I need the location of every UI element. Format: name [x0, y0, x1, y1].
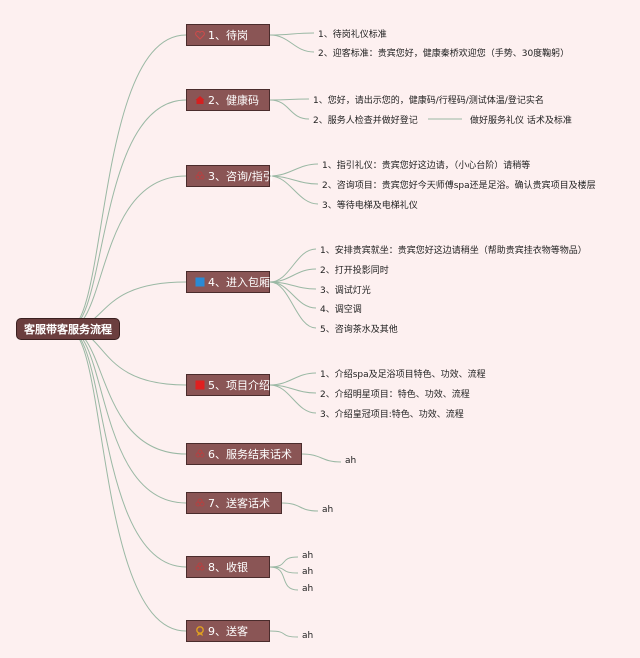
connector-line: [269, 34, 315, 53]
step-node[interactable]: 1、待岗: [186, 24, 270, 46]
connector-line: [67, 328, 187, 455]
connector-line: [269, 556, 299, 568]
flower-icon: [195, 171, 205, 181]
connector-line: [67, 328, 187, 568]
leaf-item: ah: [322, 505, 334, 515]
connector-line: [269, 372, 317, 386]
blue-square-icon: [195, 277, 205, 287]
red-square-icon: [195, 380, 205, 390]
leaf-item: 2、迎客标准：贵宾您好，健康秦桥欢迎您（手势、30度鞠躬）: [318, 49, 570, 59]
leaf-item: 1、介绍spa及足浴项目特色、功效、流程: [320, 370, 486, 380]
connector-line: [67, 34, 187, 330]
connector-line: [269, 630, 299, 638]
connector-line: [269, 281, 317, 329]
leaf-item: 4、调空调: [320, 305, 362, 315]
heart-outline-icon: [195, 30, 205, 40]
step-node[interactable]: 7、送客话术: [186, 492, 282, 514]
connector-line: [269, 384, 317, 414]
house-icon: [195, 95, 205, 105]
connector-line: [269, 175, 319, 205]
connector-line: [67, 328, 187, 632]
leaf-item: ah: [302, 551, 314, 561]
leaf-item: 1、您好，请出示您的，健康码/行程码/测试体温/登记实名: [313, 96, 544, 106]
note-item: 做好服务礼仪 话术及标准: [470, 116, 572, 126]
step-node[interactable]: 8、收银: [186, 556, 270, 578]
leaf-item: 3、调试灯光: [320, 286, 371, 296]
step-node[interactable]: 5、项目介绍: [186, 374, 270, 396]
step-node[interactable]: 3、咨询/指引: [186, 165, 274, 187]
step-node[interactable]: 2、健康码: [186, 89, 270, 111]
connector-line: [269, 99, 310, 120]
step-label: 4、进入包厢: [208, 276, 270, 289]
flower-icon: [195, 498, 205, 508]
step-node[interactable]: 9、送客: [186, 620, 270, 642]
step-label: 8、收银: [208, 561, 248, 574]
connector-line: [67, 175, 187, 330]
leaf-item: 1、待岗礼仪标准: [318, 30, 387, 40]
leaf-item: 3、等待电梯及电梯礼仪: [322, 201, 418, 211]
connector-line: [67, 99, 187, 330]
step-node[interactable]: 6、服务结束话术: [186, 443, 302, 465]
flower-icon: [195, 449, 205, 459]
medal-icon: [195, 626, 205, 636]
step-label: 7、送客话术: [208, 497, 270, 510]
leaf-item: 2、咨询项目：贵宾您好今天师傅spa还是足浴。确认贵宾项目及楼层: [322, 181, 596, 191]
leaf-item: ah: [345, 456, 357, 466]
connector-line: [269, 32, 315, 36]
root-label: 客服带客服务流程: [24, 323, 112, 336]
connector-line: [269, 98, 310, 101]
leaf-item: 2、服务人检查并做好登记: [313, 116, 418, 126]
step-label: 1、待岗: [208, 29, 248, 42]
step-label: 6、服务结束话术: [208, 448, 292, 461]
leaf-item: 2、打开投影同时: [320, 266, 389, 276]
flower-icon: [195, 562, 205, 572]
root-node[interactable]: 客服带客服务流程: [16, 318, 120, 340]
leaf-item: ah: [302, 567, 314, 577]
connector-line: [301, 453, 342, 463]
step-node[interactable]: 4、进入包厢: [186, 271, 270, 293]
step-label: 3、咨询/指引: [208, 170, 274, 183]
step-label: 2、健康码: [208, 94, 259, 107]
leaf-item: 1、安排贵宾就坐：贵宾您好这边请稍坐（帮助贵宾挂衣物等物品）: [320, 246, 587, 256]
leaf-item: 2、介绍明星项目：特色、功效、流程: [320, 390, 470, 400]
leaf-item: 3、介绍皇冠项目:特色、功效、流程: [320, 410, 464, 420]
leaf-item: ah: [302, 631, 314, 641]
connector-line: [269, 248, 317, 283]
step-label: 9、送客: [208, 625, 248, 638]
step-label: 5、项目介绍: [208, 379, 270, 392]
leaf-item: 5、咨询茶水及其他: [320, 325, 398, 335]
connector-line: [281, 502, 319, 512]
connector-line: [269, 163, 319, 177]
connector-line: [269, 268, 317, 283]
leaf-item: ah: [302, 584, 314, 594]
connector-line: [269, 566, 299, 591]
leaf-item: 1、指引礼仪：贵宾您好这边请，（小心台阶）请稍等: [322, 161, 531, 171]
